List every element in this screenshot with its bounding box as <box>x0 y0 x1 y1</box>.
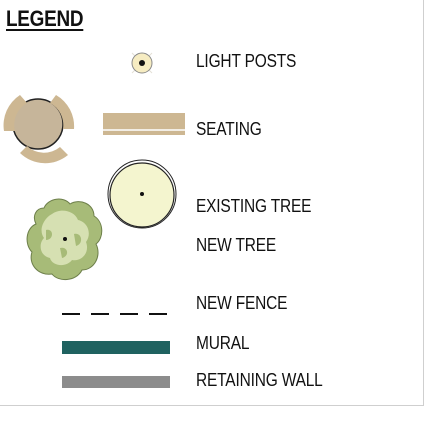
new-tree-label: NEW TREE <box>196 235 277 255</box>
existing-tree-label: EXISTING TREE <box>196 196 312 216</box>
seating-table-icon <box>3 95 75 164</box>
retaining-wall-line <box>62 376 170 388</box>
light-post-icon <box>131 52 153 74</box>
legend-panel: LEGEND <box>0 0 424 406</box>
existing-tree-icon <box>107 159 177 229</box>
mural-line <box>62 341 170 354</box>
legend-title: LEGEND <box>6 6 84 31</box>
new-fence-label: NEW FENCE <box>196 293 288 313</box>
seating-label: SEATING <box>196 119 262 139</box>
mural-label: MURAL <box>196 333 250 353</box>
light-posts-label: LIGHT POSTS <box>196 51 297 71</box>
seating-bench-icon <box>103 113 185 135</box>
retaining-wall-label: RETAINING WALL <box>196 370 323 390</box>
new-tree-icon <box>26 198 103 280</box>
new-fence-line <box>62 313 172 315</box>
